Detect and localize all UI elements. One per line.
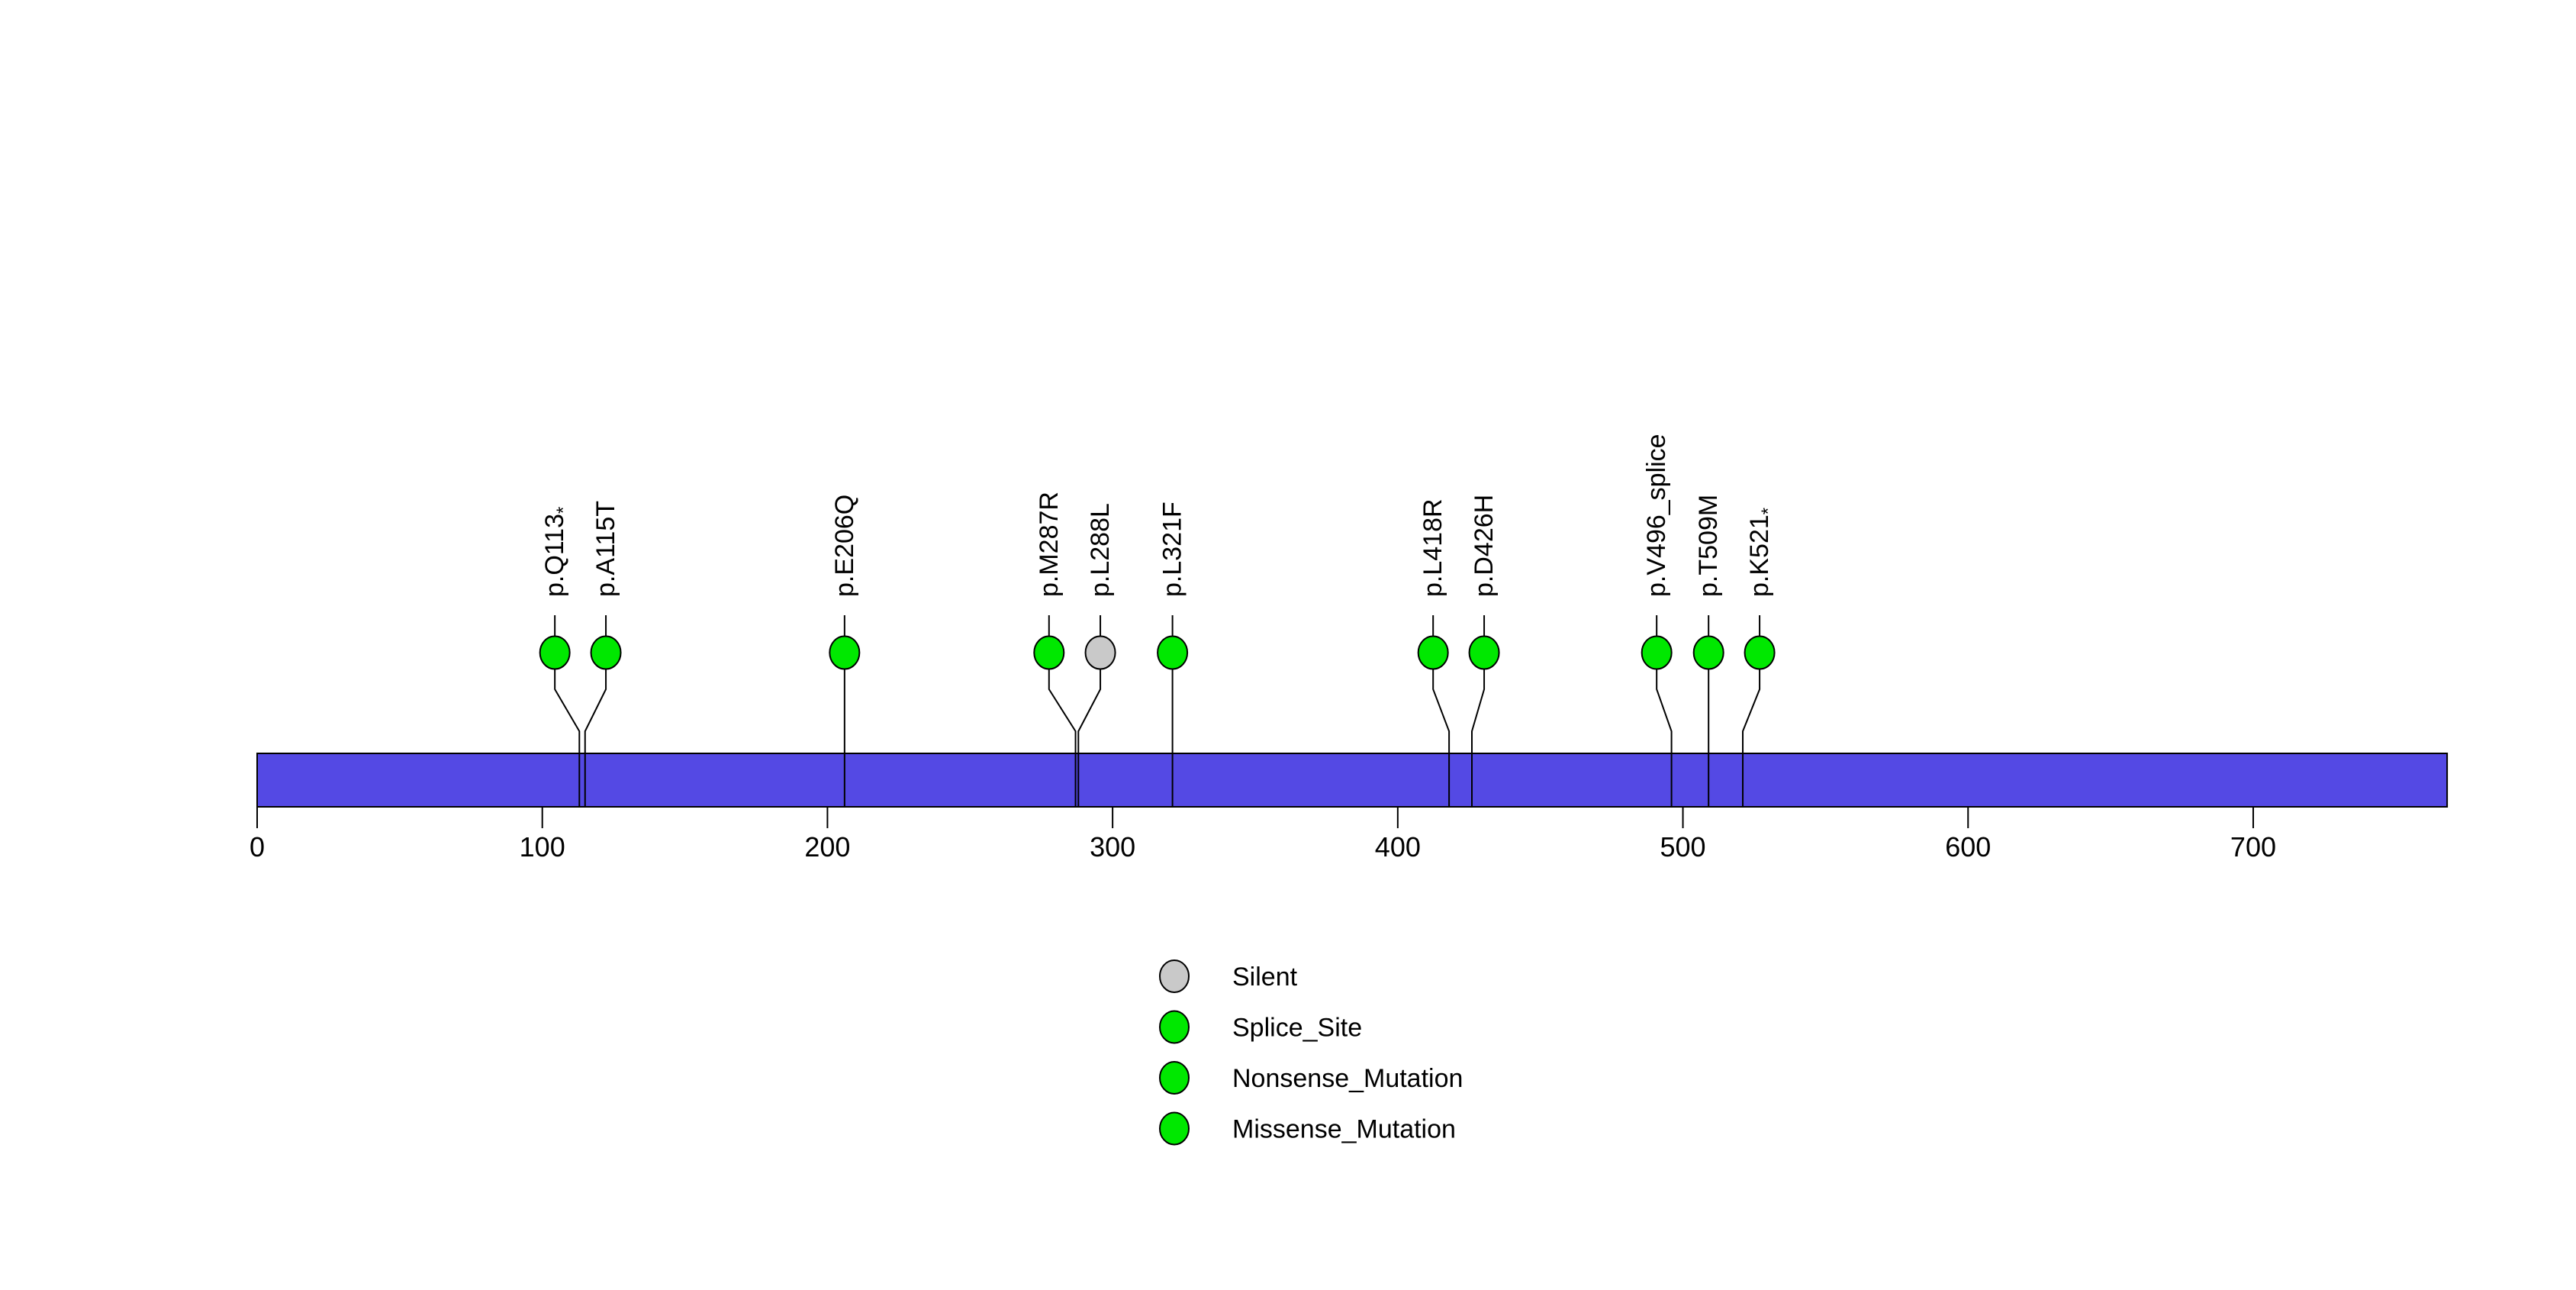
lollipop-stem [1471, 669, 1486, 807]
axis-tick-label: 200 [804, 831, 850, 863]
mutation-label-text: p.E206Q [830, 495, 859, 597]
lollipop-stem-layer [554, 615, 1761, 807]
legend-swatch [1159, 1061, 1190, 1095]
lollipop-stem [1742, 669, 1761, 807]
lollipop-head [590, 635, 622, 670]
lollipop-stem [1656, 669, 1673, 807]
legend-label: Nonsense_Mutation [1232, 1064, 1463, 1093]
axis-tick-label: 400 [1375, 831, 1421, 863]
mutation-label-text: p.K521 [1745, 514, 1774, 597]
lollipop-stem [554, 669, 581, 807]
legend-swatch [1159, 1111, 1190, 1146]
mutation-label: p.A115T [591, 501, 620, 597]
lollipop-head [1033, 635, 1065, 670]
mutation-label-text: p.L418R [1418, 498, 1447, 597]
legend-swatch [1159, 1010, 1190, 1044]
mutation-label-text: p.A115T [591, 501, 620, 597]
mutation-label: p.K521* [1745, 508, 1779, 597]
mutation-label-star: * [1758, 508, 1779, 514]
mutation-label-text: p.V496_splice [1642, 434, 1671, 597]
lollipop-head-layer [539, 635, 1776, 670]
lollipop-head [829, 635, 861, 670]
mutation-label-text: p.Q113 [540, 514, 569, 597]
mutation-label-star: * [553, 507, 574, 514]
axis-tick-label: 600 [1945, 831, 1991, 863]
mutation-label: p.L288L [1086, 503, 1115, 597]
legend-label: Splice_Site [1232, 1014, 1362, 1043]
lollipop-head [1744, 635, 1776, 670]
lollipop-head [1692, 635, 1724, 670]
lollipop-stem [1048, 669, 1077, 807]
lollipop-head [1084, 635, 1116, 670]
legend-label: Silent [1232, 963, 1298, 992]
mutation-label: p.L418R [1418, 498, 1447, 597]
lollipop-head [1468, 635, 1500, 670]
axis-tick-label: 500 [1660, 831, 1706, 863]
mutation-label: p.L321F [1158, 501, 1187, 597]
lollipop-head [1157, 635, 1189, 670]
lollipop-stem [1432, 669, 1451, 807]
lollipop-stem [1077, 669, 1102, 807]
axis-tick-label: 700 [2230, 831, 2276, 863]
legend-swatch [1159, 959, 1190, 993]
mutation-label: p.V496_splice [1642, 434, 1671, 597]
mutation-label: p.E206Q [830, 495, 859, 597]
mutation-label: p.M287R [1035, 492, 1064, 597]
mutation-label-text: p.L321F [1158, 501, 1187, 597]
lollipop-head [1417, 635, 1449, 670]
axis-tick-label: 0 [250, 831, 265, 863]
lollipop-stem [584, 669, 607, 807]
gene-bar-layer [256, 753, 2449, 808]
legend-layer: SilentSplice_SiteNonsense_MutationMissen… [1159, 959, 1463, 1146]
legend-label: Missense_Mutation [1232, 1115, 1456, 1144]
axis-tick-label: 300 [1090, 831, 1135, 863]
mutation-label: p.T509M [1694, 495, 1723, 597]
mutation-label-text: p.L288L [1086, 503, 1115, 597]
mutation-label: p.Q113* [540, 507, 574, 597]
axis-tick-label: 100 [520, 831, 565, 863]
mutation-label-text: p.D426H [1470, 495, 1499, 597]
x-axis-layer: 0 100 200 300 400 500 600 700 [250, 807, 2276, 863]
lollipop-head [539, 635, 571, 670]
mutation-label-text: p.M287R [1035, 492, 1064, 597]
gene-body-bar [256, 753, 2449, 808]
mutation-label: p.D426H [1470, 495, 1499, 597]
mutation-label-text: p.T509M [1694, 495, 1723, 597]
lollipop-head [1641, 635, 1673, 670]
